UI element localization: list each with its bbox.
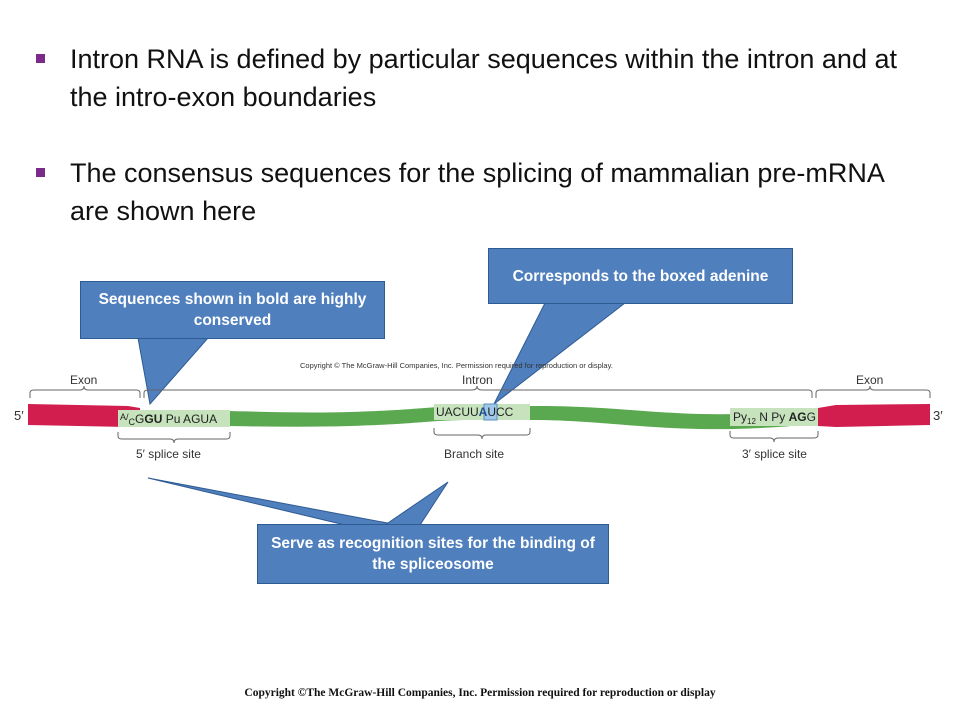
three-splice-bracket [729, 431, 819, 443]
five-rest: Pu AGUA [162, 412, 217, 426]
branch-adenine: A [479, 405, 488, 419]
three-splice-seq-box [730, 408, 818, 426]
five-prime-end: 5′ [14, 408, 24, 423]
callout-recognition-pointer-left [147, 477, 399, 526]
branch-seq-box [434, 404, 530, 420]
diagram-copyright: Copyright © The McGraw-Hill Companies, I… [300, 361, 613, 370]
callout-conserved-sequences: Sequences shown in bold are highly conse… [80, 281, 385, 339]
three-prime-end: 3′ [933, 408, 943, 423]
exon-right-strand [818, 404, 930, 427]
five-splice-site-label: 5′ splice site [136, 447, 201, 461]
callout-boxed-adenine: Corresponds to the boxed adenine [488, 248, 793, 304]
branch-site-bracket [433, 428, 531, 440]
branch-site-label: Branch site [444, 447, 504, 461]
three-splice-site-label: 3′ splice site [742, 447, 807, 461]
three-py: Py [733, 410, 747, 424]
callout-bold-pointer [137, 337, 210, 406]
branch-left: UACUU [436, 405, 479, 419]
five-prefix-a: A [120, 412, 126, 422]
three-g: G [807, 410, 816, 424]
bullet-text: Intron RNA is defined by particular sequ… [70, 44, 897, 112]
slide-copyright-footer: Copyright ©The McGraw-Hill Companies, In… [244, 687, 716, 699]
five-splice-seq-box [118, 410, 230, 427]
five-g: G [135, 412, 144, 426]
three-sub: 12 [747, 417, 756, 426]
bullet-marker [36, 168, 45, 177]
bullet-marker [36, 54, 45, 63]
exon-right-label: Exon [856, 373, 883, 387]
branch-right: UCC [487, 405, 513, 419]
intron-label: Intron [462, 373, 493, 387]
five-splice-sequence: A/CGGU Pu AGUA [120, 412, 217, 427]
exon-right-bracket [815, 385, 931, 398]
callout-adenine-pointer [493, 302, 627, 405]
three-ag: AG [789, 410, 807, 424]
five-splice-bracket [117, 432, 231, 444]
three-mid: N Py [756, 410, 789, 424]
five-prefix-c: C [129, 417, 136, 427]
branch-adenine-box [483, 403, 498, 421]
three-splice-sequence: Py12 N Py AGG [733, 410, 816, 426]
branch-sequence: UACUUAUCC [436, 405, 514, 419]
callout-recognition-sites: Serve as recognition sites for the bindi… [257, 524, 609, 584]
bullet-text: The consensus sequences for the splicing… [70, 158, 884, 226]
slash: / [126, 412, 129, 422]
five-gu: GU [144, 412, 162, 426]
exon-left-strand [28, 404, 140, 427]
callout-recognition-pointer-right [383, 481, 449, 526]
exon-left-bracket [29, 385, 141, 398]
intron-bracket [143, 385, 813, 398]
exon-left-label: Exon [70, 373, 97, 387]
